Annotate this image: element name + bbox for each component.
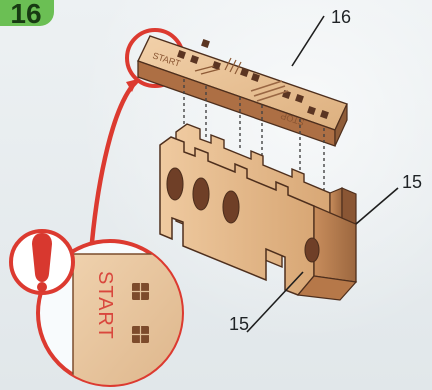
leader-line-16 bbox=[292, 16, 324, 66]
top-piece-16: START STOP bbox=[138, 36, 347, 146]
guide-line bbox=[92, 82, 136, 242]
leader-line-15-lower bbox=[247, 272, 303, 332]
part-label-16: 16 bbox=[331, 7, 351, 28]
warning-badge bbox=[11, 231, 73, 293]
leader-line-15-upper bbox=[356, 188, 398, 224]
bottom-pieces-15 bbox=[160, 124, 356, 300]
part-label-15-upper: 15 bbox=[402, 172, 422, 193]
exclamation-dot-icon bbox=[37, 282, 47, 292]
detail-start-text: START bbox=[94, 271, 116, 340]
part-label-15-lower: 15 bbox=[229, 314, 249, 335]
